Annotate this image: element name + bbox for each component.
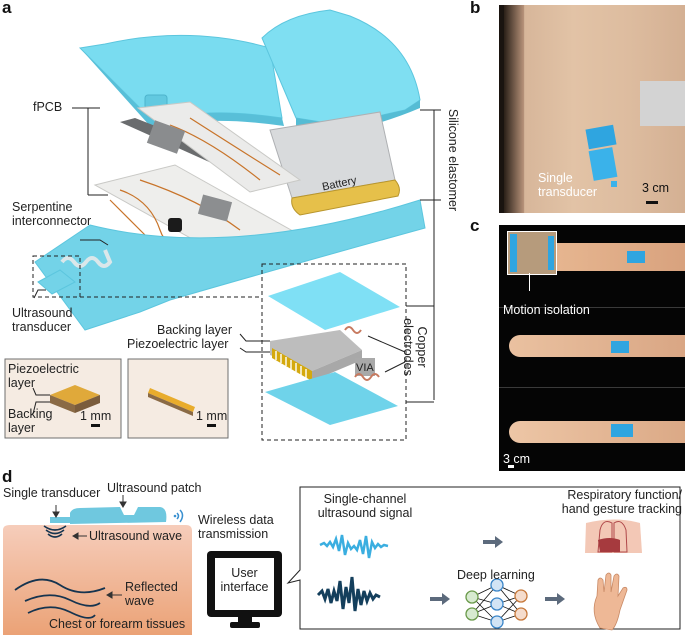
photo-forearm: [499, 225, 685, 471]
label-single-transducer: Single transducer: [3, 486, 101, 500]
label-reflected-1: Reflected: [125, 580, 178, 594]
photo-chest: [499, 5, 685, 213]
label-signal-2: ultrasound signal: [317, 506, 413, 520]
label-deep-learning: Deep learning: [457, 568, 535, 582]
label-single-1: Single: [538, 171, 573, 185]
inset-label-piezo-1: Piezoelectric: [8, 362, 79, 376]
label-ultrasound-1: Ultrasound: [12, 306, 73, 320]
inset-label-backing-2: layer: [8, 421, 36, 435]
label-reflected-2: wave: [125, 594, 155, 608]
inset-right-scale: 1 mm: [196, 409, 228, 423]
panel-c-letter: c: [470, 216, 480, 235]
label-wireless-2: transmission: [198, 527, 269, 541]
label-backing-layer: Backing layer: [157, 323, 233, 337]
label-ultrasound-patch: Ultrasound patch: [107, 481, 202, 495]
label-signal-1: Single-channel: [323, 492, 407, 506]
label-resp-1: Respiratory function/: [567, 488, 682, 502]
inset-motion-isolation: [507, 231, 557, 275]
panel-c-scale: 3 cm: [503, 452, 531, 466]
label-single-2: transducer: [538, 185, 598, 199]
panel-a-letter: a: [2, 0, 12, 17]
label-fpcb: fPCB: [33, 100, 63, 114]
label-motion-isolation: Motion isolation: [503, 303, 590, 317]
inset-label-piezo-2: layer: [8, 376, 36, 390]
label-serpentine-1: Serpentine: [12, 200, 73, 214]
inset-label-backing-1: Backing: [8, 407, 53, 421]
inset-left-scale: 1 mm: [80, 409, 112, 423]
label-ultrasound-2: transducer: [12, 320, 72, 334]
label-piezoelectric-layer: Piezoelectric layer: [127, 337, 229, 351]
panel-b-letter: b: [470, 0, 481, 17]
label-tissues: Chest or forearm tissues: [49, 617, 186, 631]
label-resp-2: hand gesture tracking: [561, 502, 682, 516]
panel-d-letter: d: [2, 467, 13, 486]
panel-b-scale: 3 cm: [642, 181, 670, 195]
label-interface: interface: [220, 580, 269, 594]
label-wireless-1: Wireless data: [198, 513, 274, 527]
label-ultrasound-wave: Ultrasound wave: [89, 529, 183, 543]
privacy-mask: [640, 81, 685, 126]
label-serpentine-2: interconnector: [12, 214, 92, 228]
label-via: VIA: [356, 362, 374, 374]
label-user: User: [231, 566, 258, 580]
